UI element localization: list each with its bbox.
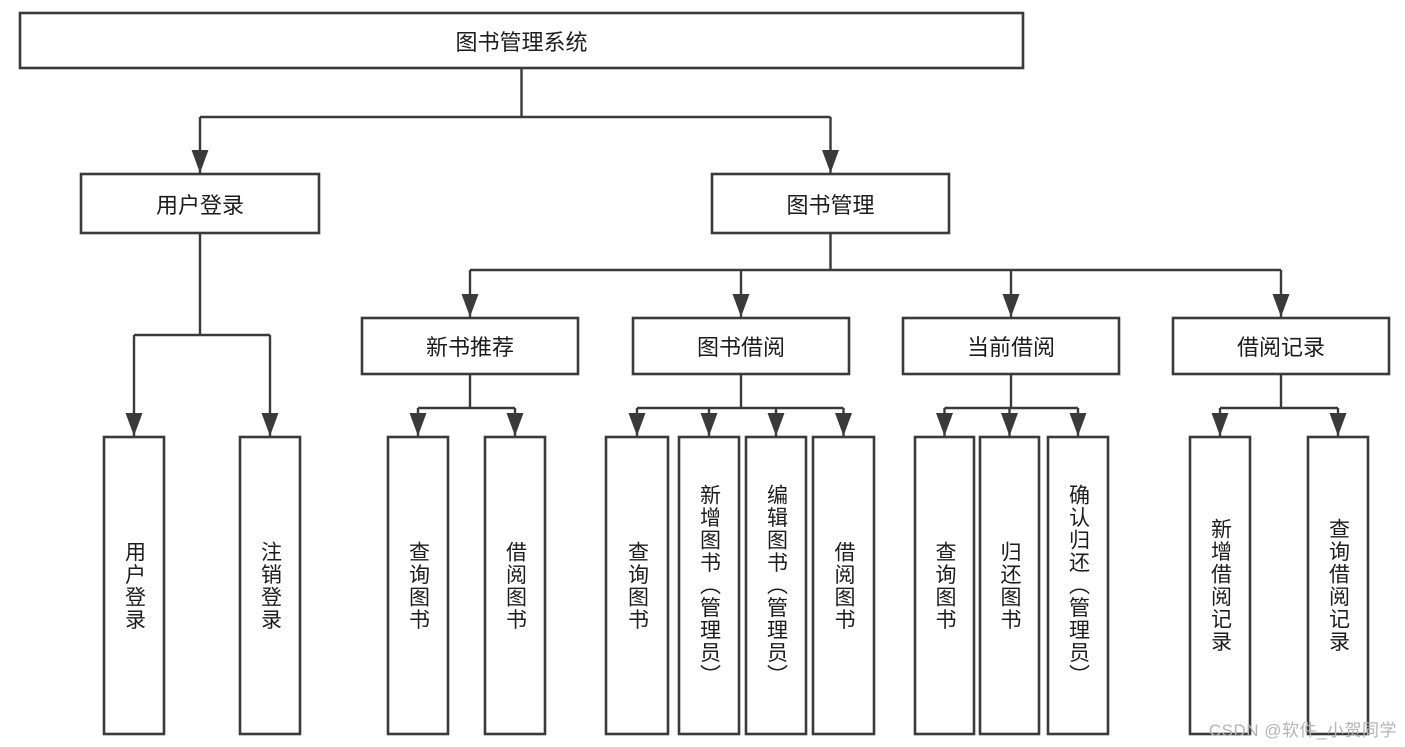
node-leaf-leaf-edit-book-admin[interactable] xyxy=(744,435,808,736)
node-leaf-leaf-confirm-return-admin[interactable] xyxy=(1046,435,1110,736)
bookmanage-to-l3-arrow-3 xyxy=(1272,294,1290,317)
node-leaf-leaf-user-login[interactable] xyxy=(102,435,166,736)
user-login-to-leaves-arrow-1 xyxy=(261,413,279,436)
node-leaf-leaf-borrow-book-rec[interactable] xyxy=(483,435,547,736)
node-leaf-leaf-add-borrow-record[interactable] xyxy=(1188,435,1252,736)
node-leaf-leaf-return-book[interactable] xyxy=(978,435,1041,736)
bookmanage-to-l3-arrow-0 xyxy=(461,294,479,317)
node-l3-current-borrow[interactable] xyxy=(901,316,1121,376)
bookmanage-to-l3-arrow-2 xyxy=(1002,294,1020,317)
node-leaf-leaf-query-book-borrow[interactable] xyxy=(604,435,670,736)
node-l3-borrow-record[interactable] xyxy=(1171,316,1391,376)
borrow-record-to-leaves-arrow-1 xyxy=(1329,413,1347,436)
current-borrow-to-leaves-arrow-0 xyxy=(936,413,953,436)
node-l3-new-book-rec[interactable] xyxy=(360,316,580,376)
boxes-layer xyxy=(18,11,1391,736)
node-l2-book-manage[interactable] xyxy=(710,172,951,235)
borrow-record-to-leaves-arrow-0 xyxy=(1211,413,1229,436)
node-leaf-leaf-borrow-book[interactable] xyxy=(811,435,876,736)
root-to-l2-arrow-1 xyxy=(822,150,839,173)
node-leaf-leaf-query-borrow-record[interactable] xyxy=(1306,435,1370,736)
node-leaf-leaf-add-book-admin[interactable] xyxy=(677,435,741,736)
node-l3-book-borrow[interactable] xyxy=(631,316,851,376)
csdn-watermark: CSDN @软件_小贺同学 xyxy=(1208,721,1397,740)
user-login-to-leaves-arrow-0 xyxy=(125,413,143,436)
book-borrow-to-leaves-arrow-0 xyxy=(628,413,646,436)
node-root-root[interactable] xyxy=(18,11,1025,70)
node-leaf-leaf-query-book-rec[interactable] xyxy=(386,435,450,736)
current-borrow-to-leaves-arrow-1 xyxy=(1001,413,1018,436)
new-book-rec-to-leaves-arrow-1 xyxy=(506,413,524,436)
new-book-rec-to-leaves-arrow-0 xyxy=(409,413,427,436)
current-borrow-to-leaves-arrow-2 xyxy=(1069,413,1087,436)
book-borrow-to-leaves-arrow-3 xyxy=(835,413,852,436)
book-borrow-to-leaves-arrow-1 xyxy=(700,413,718,436)
bookmanage-to-l3-arrow-1 xyxy=(732,294,750,317)
node-leaf-leaf-query-book-cur[interactable] xyxy=(913,435,976,736)
connectors-layer xyxy=(125,68,1347,436)
node-l2-user-login[interactable] xyxy=(79,172,321,235)
root-to-l2-arrow-0 xyxy=(191,150,209,173)
node-leaf-leaf-logout[interactable] xyxy=(238,435,302,736)
book-borrow-to-leaves-arrow-2 xyxy=(767,413,785,436)
